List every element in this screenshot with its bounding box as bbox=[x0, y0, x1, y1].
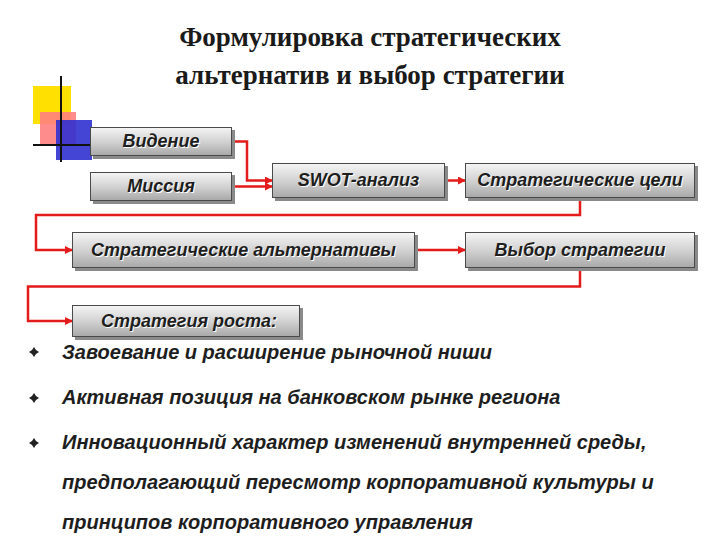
diagram-title: Формулировка стратегических альтернатив … bbox=[130, 18, 610, 94]
box-text: SWOT-анализ bbox=[298, 170, 419, 191]
bullet-text: Завоевание и расширение рыночной ниши bbox=[62, 332, 702, 372]
process-box: Миссия bbox=[90, 172, 232, 201]
process-box: Видение bbox=[90, 127, 232, 156]
box-text: Стратегические цели bbox=[477, 170, 683, 191]
box-text: Миссия bbox=[127, 176, 195, 197]
process-box: SWOT-анализ bbox=[272, 163, 445, 198]
process-box: Стратегия роста: bbox=[72, 305, 300, 337]
bullet-text: Инновационный характер изменений внутрен… bbox=[62, 422, 696, 540]
connector-arrow bbox=[415, 249, 465, 252]
box-text: Стратегические альтернативы bbox=[91, 240, 396, 261]
bullet-symbol bbox=[29, 347, 39, 448]
box-text: Видение bbox=[122, 131, 199, 152]
box-text: Стратегия роста: bbox=[101, 311, 277, 332]
connector-arrow bbox=[232, 142, 272, 181]
bullet-text: Активная позиция на банковском рынке рег… bbox=[62, 377, 702, 417]
deco-line bbox=[33, 144, 98, 146]
deco-line bbox=[60, 76, 62, 162]
connector-arrow bbox=[445, 179, 465, 182]
process-box: Выбор стратегии bbox=[465, 232, 695, 268]
box-text: Выбор стратегии bbox=[495, 240, 666, 261]
connector-arrow bbox=[232, 185, 272, 188]
process-box: Стратегические цели bbox=[465, 163, 695, 198]
process-box: Стратегические альтернативы bbox=[72, 232, 415, 268]
